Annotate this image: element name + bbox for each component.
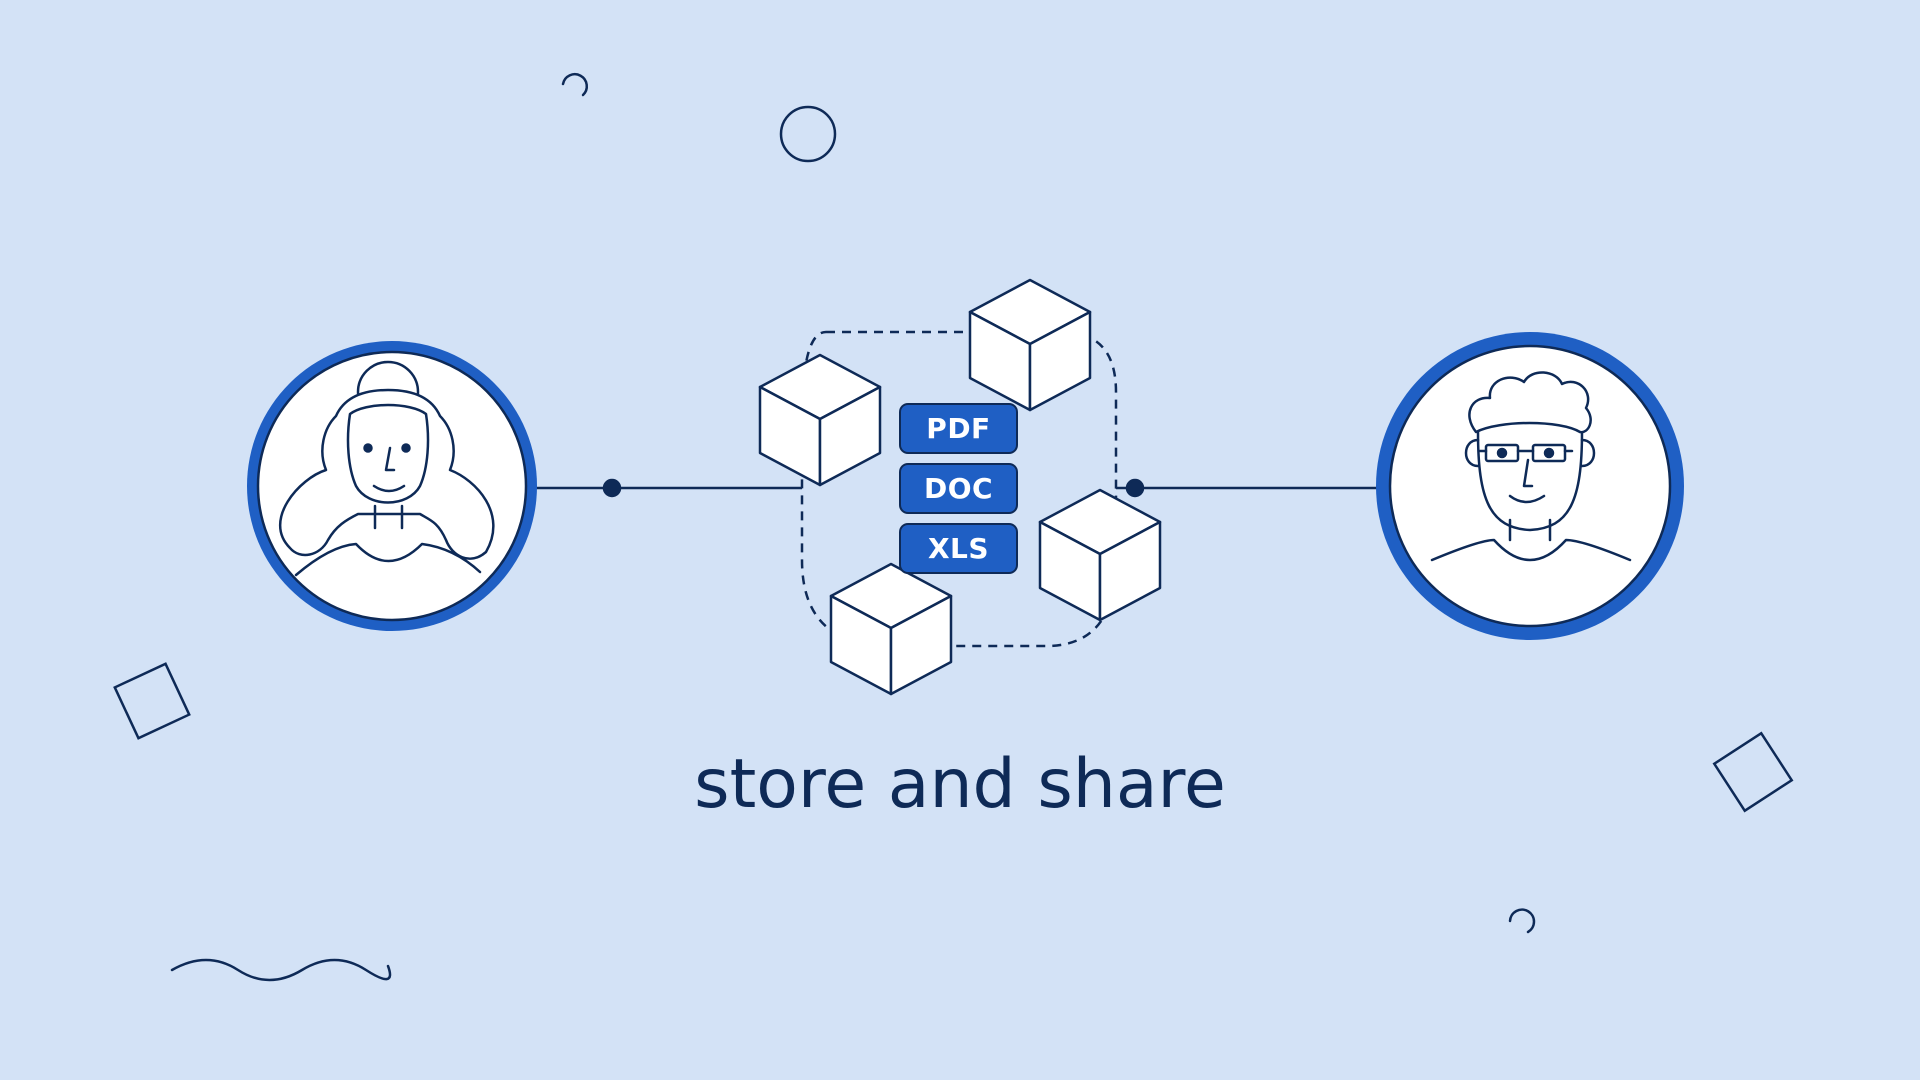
circle-top-icon [779, 105, 837, 163]
cube-icon [829, 562, 953, 696]
file-tag-xls: XLS [901, 525, 1016, 572]
caption-text: store and share [694, 745, 1226, 824]
file-tag-doc: DOC [901, 465, 1016, 512]
cube-icon [968, 278, 1092, 412]
man-with-glasses-avatar-icon [1430, 371, 1632, 562]
wave-line-icon [170, 958, 392, 982]
cube-icon [1038, 488, 1162, 622]
cube-icon [758, 353, 882, 487]
woman-avatar-icon [278, 360, 495, 577]
square-right-icon [1712, 731, 1794, 813]
decorations [113, 73, 1794, 982]
square-left-icon [113, 662, 191, 740]
small-arc-top-icon [561, 73, 588, 97]
connectors [536, 478, 1380, 498]
file-tag-pdf: PDF [901, 405, 1016, 452]
left-person-avatar [247, 341, 537, 631]
right-person-avatar [1376, 332, 1684, 640]
small-arc-bottom-icon [1508, 908, 1536, 934]
connector-right-dot [1125, 478, 1145, 498]
connector-left-dot [602, 478, 622, 498]
